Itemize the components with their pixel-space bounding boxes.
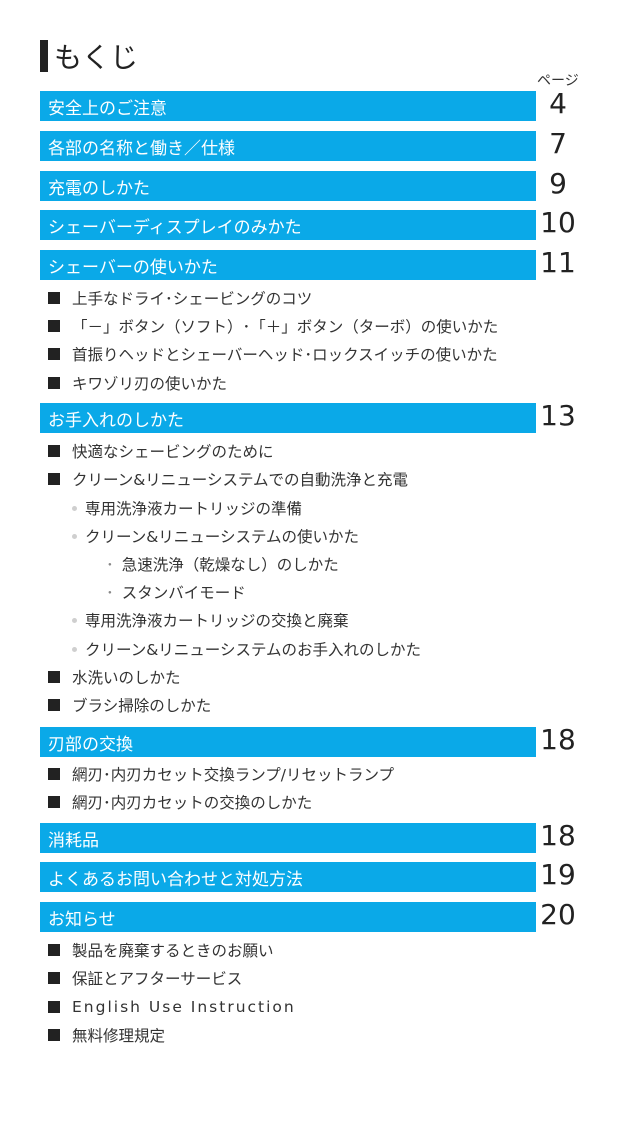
toc-item-label: English Use Instruction bbox=[72, 998, 296, 1016]
section-page-number: 9 bbox=[549, 167, 567, 200]
bullet-square-icon bbox=[48, 377, 60, 389]
section-label[interactable]: 消耗品 bbox=[40, 823, 536, 853]
toc-subitem[interactable]: クリーン&リニューシステムのお手入れのしかた bbox=[72, 637, 421, 661]
bullet-dot-icon bbox=[72, 617, 77, 623]
section-page-number: 7 bbox=[549, 127, 567, 160]
toc-item-label: 無料修理規定 bbox=[72, 1027, 166, 1045]
toc-item-label: ブラシ掃除のしかた bbox=[72, 697, 212, 715]
toc-item-label: 網刃･内刃カセットの交換のしかた bbox=[72, 794, 313, 812]
toc-item[interactable]: クリーン&リニューシステムでの自動洗浄と充電 bbox=[48, 467, 408, 491]
section-label[interactable]: お手入れのしかた bbox=[40, 403, 536, 433]
toc-subsubitem-label: 急速洗浄（乾燥なし）のしかた bbox=[121, 556, 339, 574]
section-page-number: 19 bbox=[540, 858, 576, 891]
toc-section-care[interactable]: お手入れのしかた 13 bbox=[40, 399, 583, 433]
toc-item-label: 網刃･内刃カセット交換ランプ/リセットランプ bbox=[72, 766, 395, 784]
page-title-text: もくじ bbox=[54, 41, 139, 74]
toc-item[interactable]: キワゾリ刃の使いかた bbox=[48, 371, 227, 395]
toc-item-label: 「－」ボタン（ソフト）･「＋」ボタン（ターボ）の使いかた bbox=[72, 318, 499, 336]
section-page-number: 18 bbox=[540, 723, 576, 756]
section-label[interactable]: よくあるお問い合わせと対処方法 bbox=[40, 862, 536, 892]
bullet-square-icon bbox=[48, 944, 60, 956]
toc-item[interactable]: 上手なドライ･シェービングのコツ bbox=[48, 286, 312, 310]
toc-section-usage[interactable]: シェーバーの使いかた 11 bbox=[40, 246, 583, 280]
section-page-number: 20 bbox=[540, 898, 576, 931]
toc-subitem-label: クリーン&リニューシステムの使いかた bbox=[85, 528, 360, 546]
bullet-square-icon bbox=[48, 1029, 60, 1041]
bullet-square-icon bbox=[48, 445, 60, 457]
section-page-number: 10 bbox=[540, 206, 576, 239]
bullet-square-icon bbox=[48, 1001, 60, 1013]
toc-subsubitem[interactable]: ･ スタンバイモード bbox=[106, 580, 246, 604]
toc-section-charging[interactable]: 充電のしかた 9 bbox=[40, 167, 583, 201]
middle-dot-marker: ･ bbox=[106, 584, 114, 602]
toc-item[interactable]: 「－」ボタン（ソフト）･「＋」ボタン（ターボ）の使いかた bbox=[48, 314, 498, 338]
section-label[interactable]: 安全上のご注意 bbox=[40, 91, 536, 121]
page-column-label: ページ bbox=[537, 73, 579, 89]
section-label[interactable]: 刃部の交換 bbox=[40, 727, 536, 757]
toc-item-label: クリーン&リニューシステムでの自動洗浄と充電 bbox=[72, 471, 409, 489]
toc-subsubitem-label: スタンバイモード bbox=[121, 584, 246, 602]
bullet-square-icon bbox=[48, 671, 60, 683]
toc-item-label: 快適なシェービングのために bbox=[72, 443, 274, 461]
toc-item[interactable]: 快適なシェービングのために bbox=[48, 439, 274, 463]
toc-section-consumables[interactable]: 消耗品 18 bbox=[40, 819, 583, 853]
toc-item-label: 保証とアフターサービス bbox=[72, 970, 243, 988]
bullet-square-icon bbox=[48, 348, 60, 360]
title-bar-mark bbox=[40, 40, 48, 72]
section-page-number: 4 bbox=[549, 87, 567, 120]
toc-subitem[interactable]: クリーン&リニューシステムの使いかた bbox=[72, 524, 359, 548]
toc-item[interactable]: 網刃･内刃カセットの交換のしかた bbox=[48, 790, 312, 814]
toc-item[interactable]: 保証とアフターサービス bbox=[48, 966, 242, 990]
bullet-square-icon bbox=[48, 292, 60, 304]
bullet-dot-icon bbox=[72, 533, 77, 539]
section-label[interactable]: シェーバーディスプレイのみかた bbox=[40, 210, 536, 240]
page-title: もくじ bbox=[40, 36, 138, 76]
toc-item-label: 上手なドライ･シェービングのコツ bbox=[72, 290, 313, 308]
toc-item-label: キワゾリ刃の使いかた bbox=[72, 375, 228, 393]
toc-subitem[interactable]: 専用洗浄液カートリッジの交換と廃棄 bbox=[72, 608, 349, 632]
toc-subitem-label: クリーン&リニューシステムのお手入れのしかた bbox=[85, 641, 422, 659]
toc-item-label: 首振りヘッドとシェーバーヘッド･ロックスイッチの使いかた bbox=[72, 346, 498, 364]
toc-subitem-label: 専用洗浄液カートリッジの交換と廃棄 bbox=[85, 612, 349, 630]
middle-dot-marker: ･ bbox=[106, 556, 114, 574]
toc-section-safety[interactable]: 安全上のご注意 4 bbox=[40, 87, 583, 121]
bullet-dot-icon bbox=[72, 505, 77, 511]
section-page-number: 13 bbox=[540, 399, 576, 432]
section-label[interactable]: 充電のしかた bbox=[40, 171, 536, 201]
toc-section-display[interactable]: シェーバーディスプレイのみかた 10 bbox=[40, 206, 583, 240]
toc-item-label: 水洗いのしかた bbox=[72, 669, 181, 687]
bullet-square-icon bbox=[48, 473, 60, 485]
bullet-dot-icon bbox=[72, 646, 77, 652]
section-label[interactable]: お知らせ bbox=[40, 902, 536, 932]
toc-item[interactable]: 製品を廃棄するときのお願い bbox=[48, 938, 274, 962]
toc-item-label: 製品を廃棄するときのお願い bbox=[72, 942, 274, 960]
toc-section-parts[interactable]: 各部の名称と働き／仕様 7 bbox=[40, 127, 583, 161]
bullet-square-icon bbox=[48, 972, 60, 984]
toc-section-notices[interactable]: お知らせ 20 bbox=[40, 898, 583, 932]
toc-section-faq[interactable]: よくあるお問い合わせと対処方法 19 bbox=[40, 858, 583, 892]
toc-item[interactable]: 水洗いのしかた bbox=[48, 665, 181, 689]
toc-subsubitem[interactable]: ･ 急速洗浄（乾燥なし）のしかた bbox=[106, 552, 339, 576]
section-label[interactable]: シェーバーの使いかた bbox=[40, 250, 536, 280]
toc-item[interactable]: 無料修理規定 bbox=[48, 1023, 165, 1047]
toc-item[interactable]: 網刃･内刃カセット交換ランプ/リセットランプ bbox=[48, 762, 394, 786]
bullet-square-icon bbox=[48, 768, 60, 780]
bullet-square-icon bbox=[48, 320, 60, 332]
toc-subitem[interactable]: 専用洗浄液カートリッジの準備 bbox=[72, 496, 302, 520]
section-label[interactable]: 各部の名称と働き／仕様 bbox=[40, 131, 536, 161]
bullet-square-icon bbox=[48, 699, 60, 711]
toc-item[interactable]: ブラシ掃除のしかた bbox=[48, 693, 211, 717]
section-page-number: 18 bbox=[540, 819, 576, 852]
toc-item[interactable]: 首振りヘッドとシェーバーヘッド･ロックスイッチの使いかた bbox=[48, 342, 498, 366]
bullet-square-icon bbox=[48, 796, 60, 808]
toc-item[interactable]: English Use Instruction bbox=[48, 995, 296, 1019]
section-page-number: 11 bbox=[540, 246, 576, 279]
toc-section-blade-replacement[interactable]: 刃部の交換 18 bbox=[40, 723, 583, 757]
toc-subitem-label: 専用洗浄液カートリッジの準備 bbox=[85, 500, 303, 518]
